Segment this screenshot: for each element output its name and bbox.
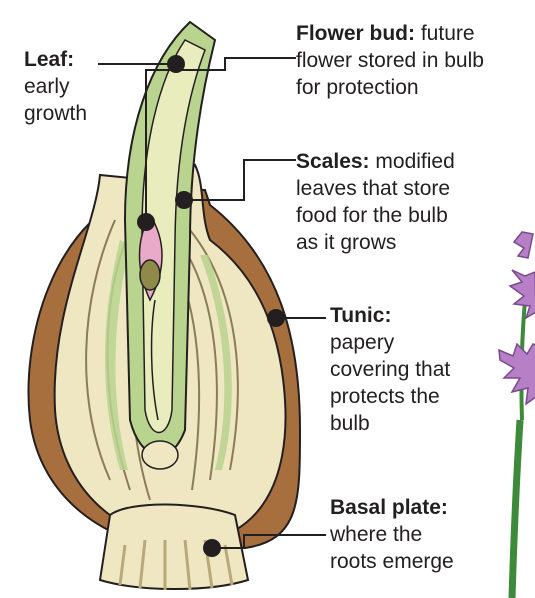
- tunic-label-head: Tunic:: [330, 304, 391, 327]
- flower-bud-label-line-3: for protection: [296, 76, 419, 99]
- tunic-label-line-4: bulb: [330, 412, 370, 435]
- chive-flowers: [499, 232, 535, 598]
- basal-plate-label: Basal plate: where the roots emerge: [330, 494, 500, 575]
- leaf-label: Leaf: early growth: [24, 46, 114, 127]
- tunic-marker: [267, 309, 285, 327]
- scales-marker: [175, 191, 193, 209]
- flower-bud-label-line-2: flower stored in bulb: [296, 49, 484, 72]
- flower-bud-marker: [137, 213, 155, 231]
- scales-label-line-2: leaves that store: [296, 177, 450, 200]
- leaf-label-head: Leaf:: [24, 48, 74, 71]
- scales-label-line-4: as it grows: [296, 231, 396, 254]
- scales-label-head: Scales:: [296, 150, 370, 173]
- scales-label-line-3: food for the bulb: [296, 204, 448, 227]
- scales-label: Scales: modified leaves that store food …: [296, 148, 516, 256]
- basal-plate-label-line-2: roots emerge: [330, 550, 454, 573]
- flower-bud-label-line-1: future: [421, 22, 475, 45]
- flower-bud-label: Flower bud: future flower stored in bulb…: [296, 20, 532, 101]
- tunic-label: Tunic: papery covering that protects the…: [330, 302, 490, 437]
- tunic-label-line-1: papery: [330, 331, 394, 354]
- scales-label-line-1: modified: [375, 150, 454, 173]
- basal-plate-marker: [203, 539, 221, 557]
- tunic-label-line-3: protects the: [330, 385, 440, 408]
- inner-bud: [140, 260, 160, 290]
- leaf-marker: [167, 55, 185, 73]
- basal-plate-label-line-1: where the: [330, 523, 422, 546]
- tunic-label-line-2: covering that: [330, 358, 450, 381]
- leaf-label-line-2: growth: [24, 102, 87, 125]
- leaf-label-line-1: early: [24, 75, 70, 98]
- basal-plate-label-head: Basal plate:: [330, 496, 448, 519]
- flower-bud-label-head: Flower bud:: [296, 22, 415, 45]
